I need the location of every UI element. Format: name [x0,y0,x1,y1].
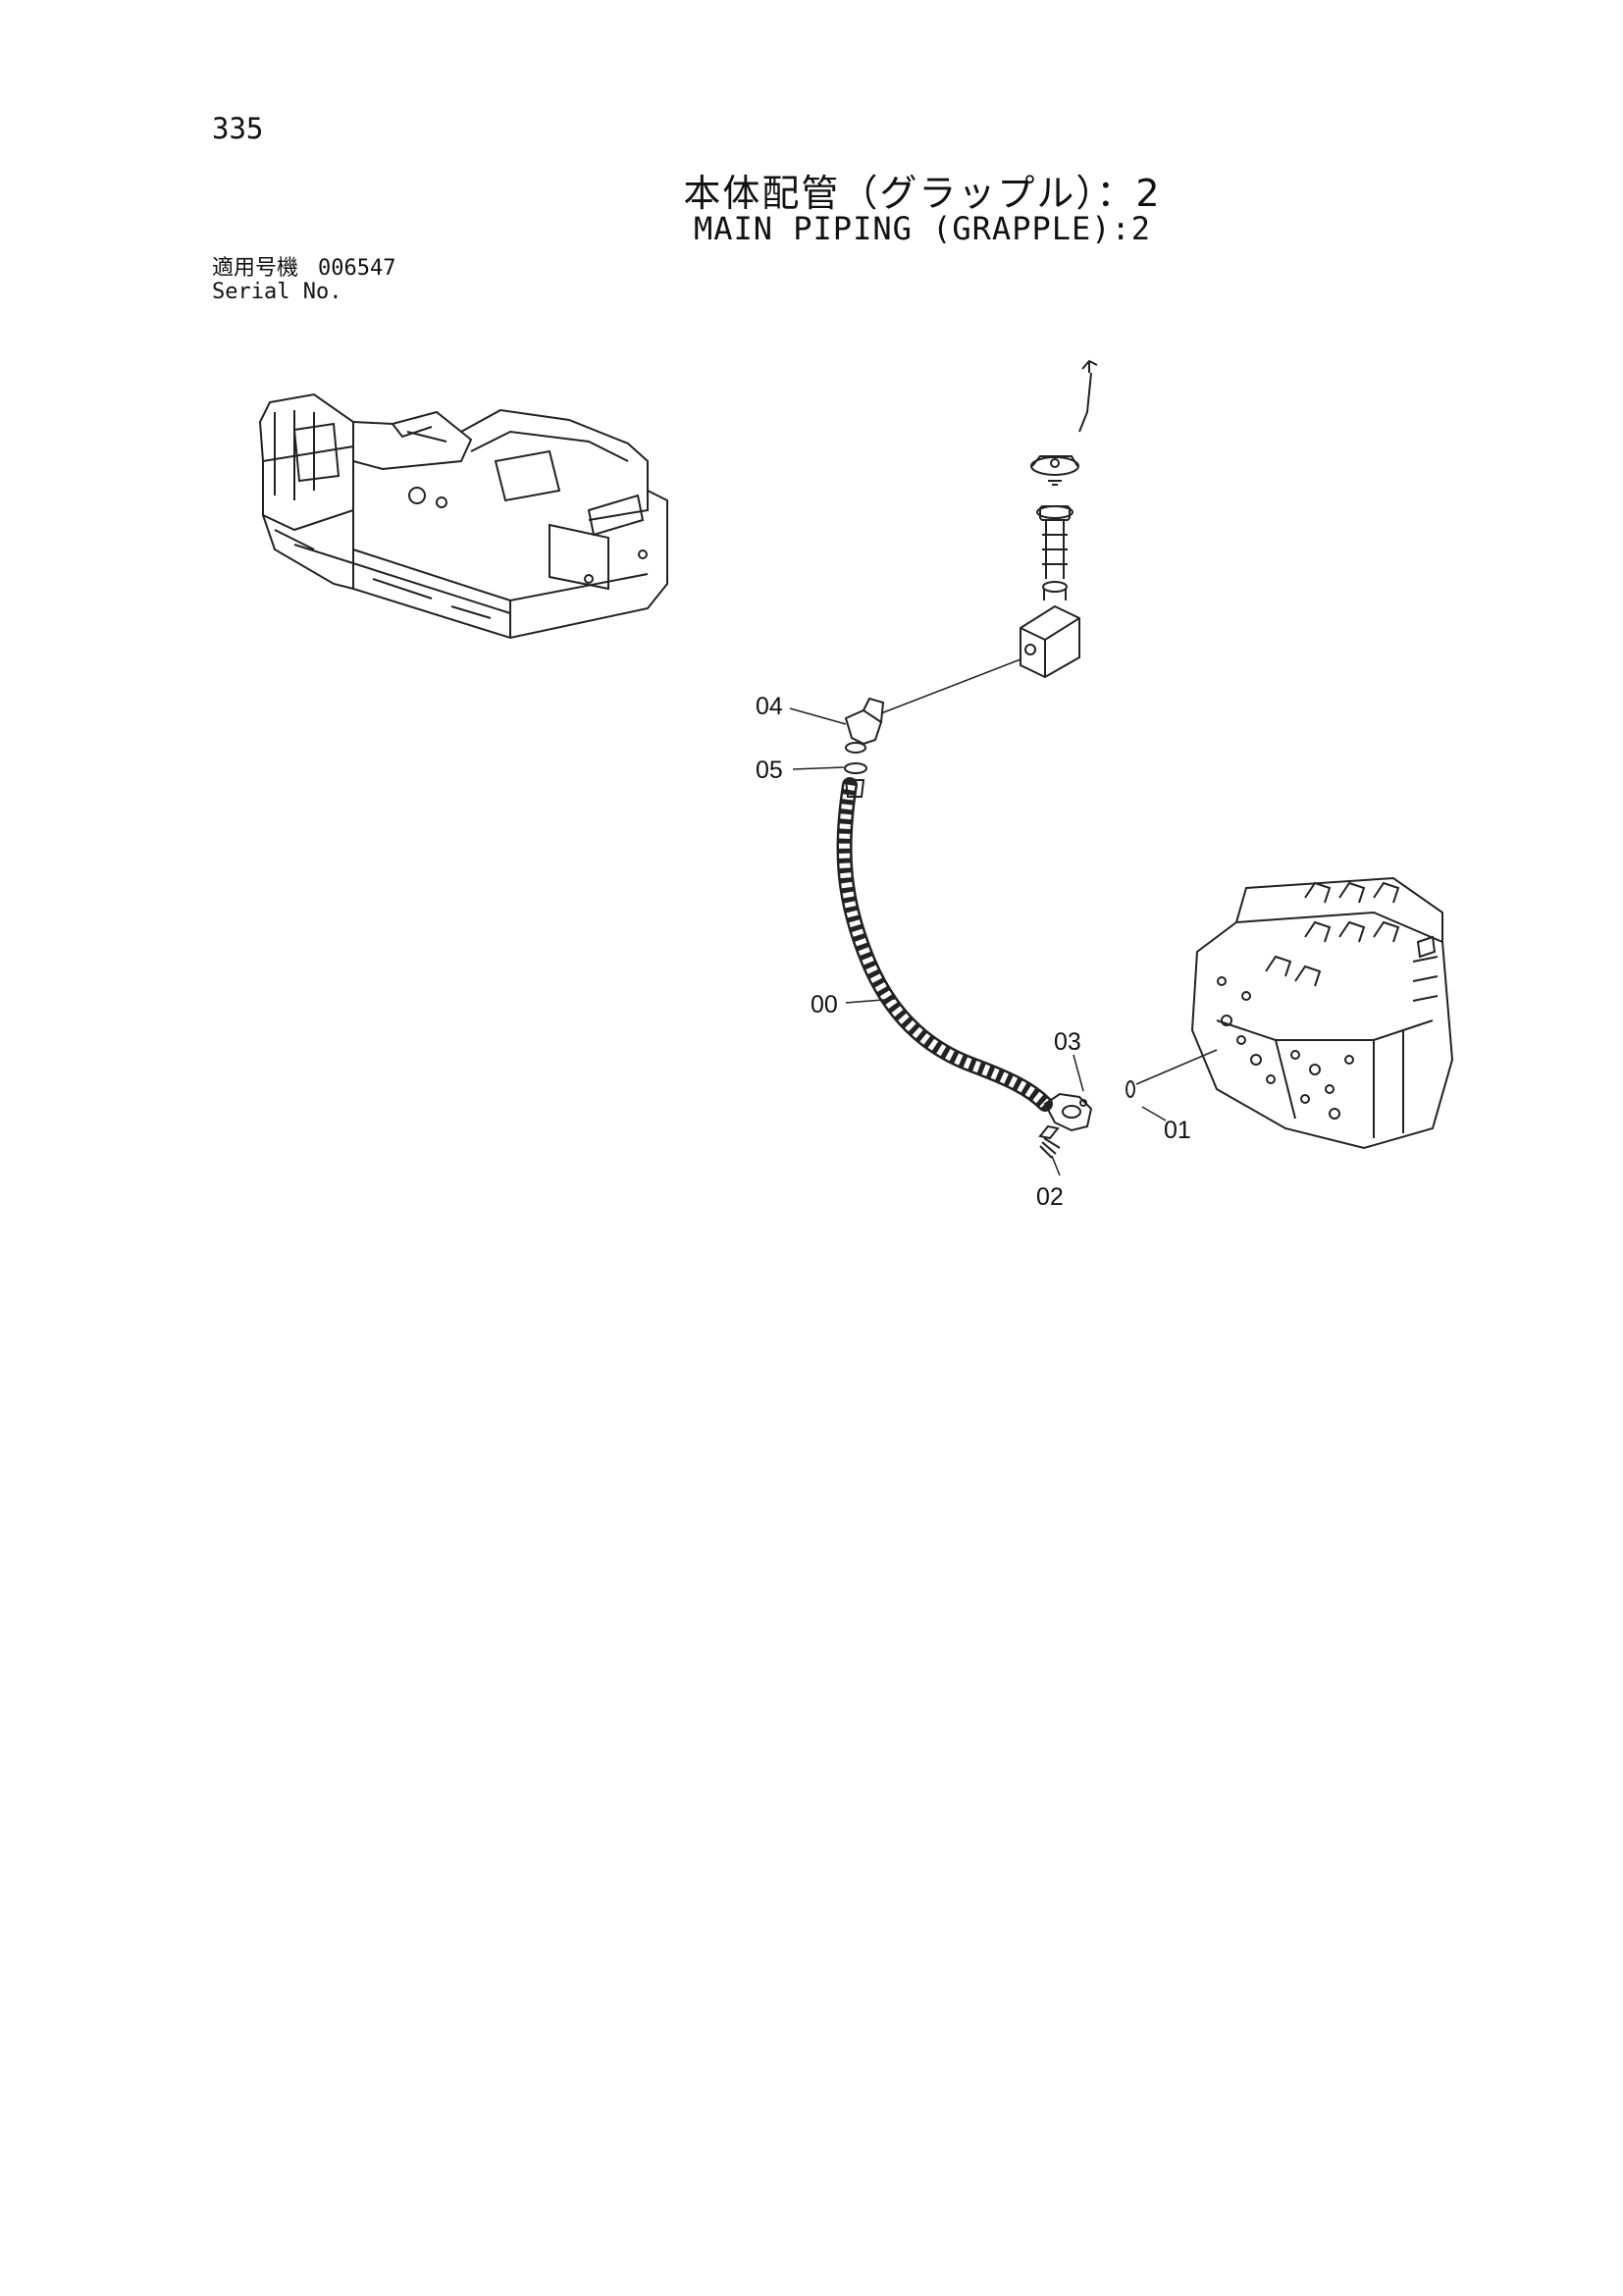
serial-number-value: 006547 [318,256,396,281]
o-ring-small [1126,1080,1135,1098]
leader-line-01 [1141,1106,1167,1122]
leader-line-05 [792,766,845,770]
serial-label-english: Serial No. [212,280,342,304]
page-title-japanese: 本体配管（グラップル）：2 [683,172,1162,215]
connection-line-oring-valve [1135,1049,1218,1085]
leader-line-03 [1073,1054,1084,1092]
leader-line-02 [1051,1155,1061,1176]
bolt [1038,1124,1061,1159]
flange-fitting [1043,1092,1093,1132]
page-title-english: MAIN PIPING (GRAPPLE):2 [693,210,1152,247]
valve-block-assembly [1020,359,1098,679]
callout-01: 01 [1164,1117,1191,1144]
leader-line-04 [789,707,847,725]
connection-line-elbow-valve [880,658,1021,714]
hose-assembly [836,777,1053,1112]
serial-label-japanese: 適用号機 [212,256,299,281]
elbow-fitting [844,697,885,754]
callout-02: 02 [1036,1183,1064,1211]
leader-line-00 [845,998,896,1004]
serial-info: 適用号機 006547 Serial No. [212,257,396,304]
o-ring [844,762,867,774]
callout-03: 03 [1054,1028,1081,1056]
page-number: 335 [212,112,264,145]
control-valve-assembly [1190,876,1454,1150]
callout-00: 00 [811,991,838,1018]
callout-05: 05 [756,757,783,784]
callout-04: 04 [756,693,783,720]
excavator-overview-illustration [258,392,668,640]
